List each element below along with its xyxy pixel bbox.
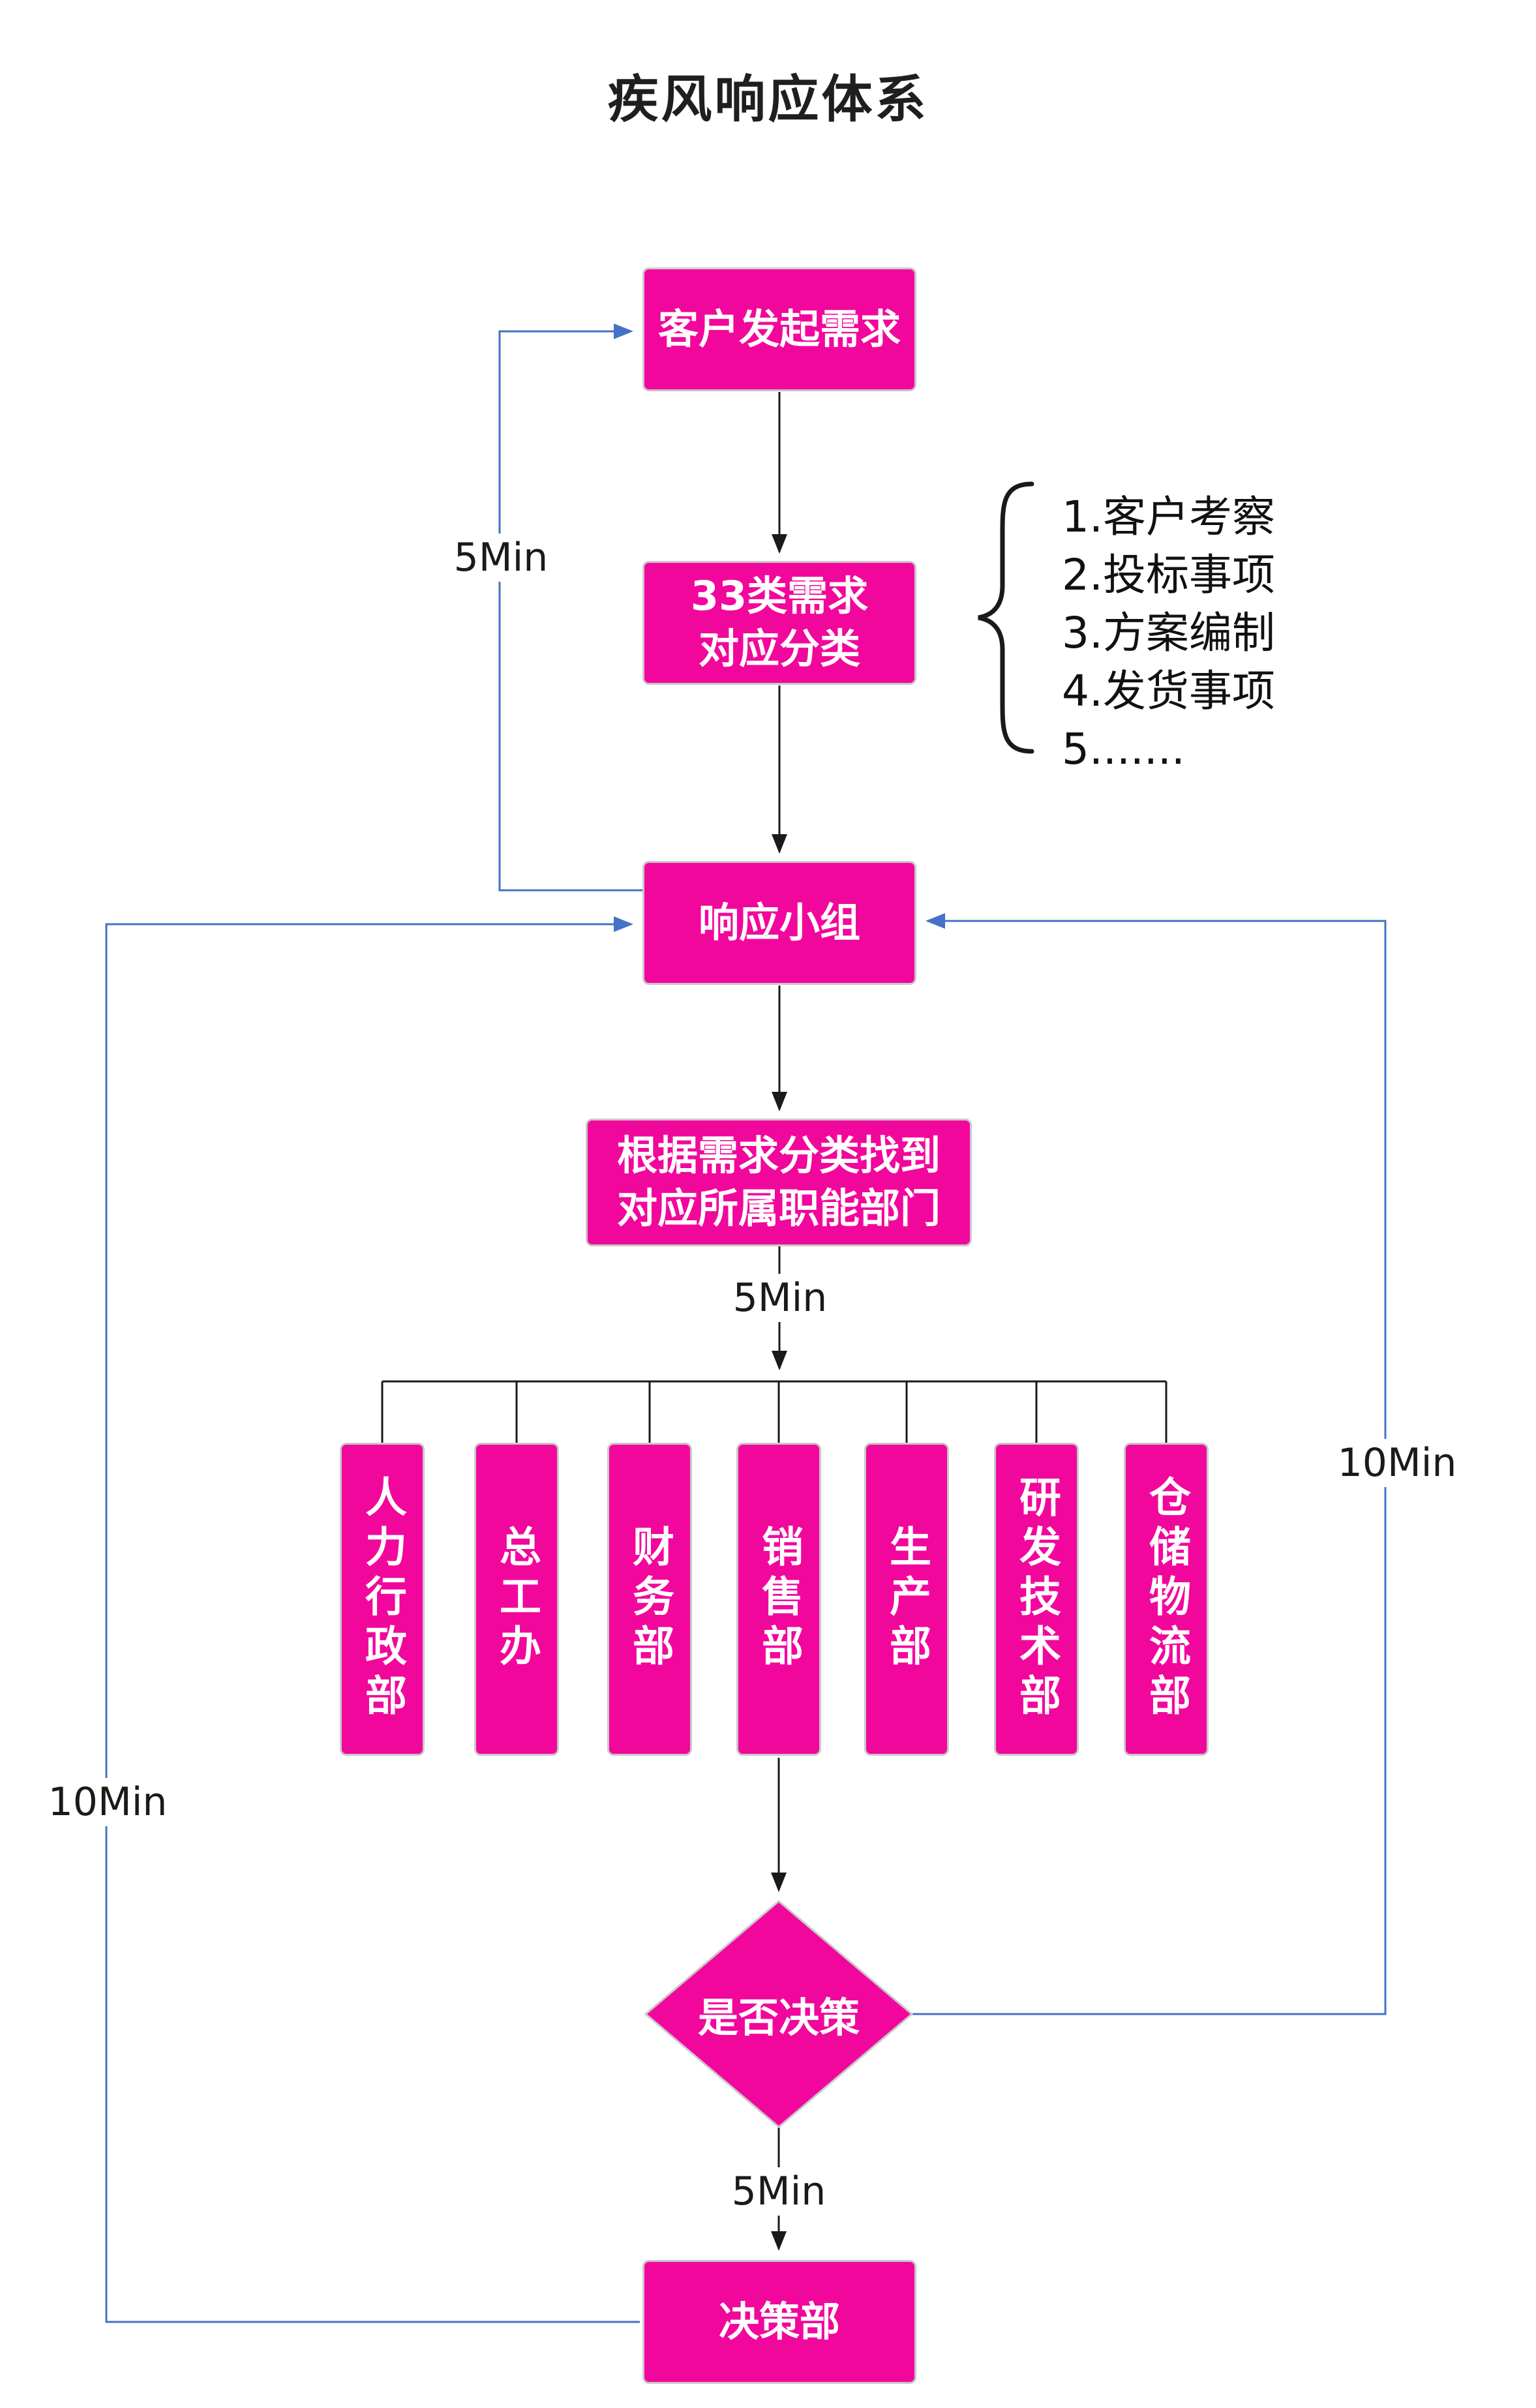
- label-10min-left: 10Min: [42, 1778, 173, 1826]
- diagram-title: 疾风响应体系: [607, 70, 929, 129]
- node-find-department: 根据需求分类找到 对应所属职能部门: [586, 1119, 972, 1246]
- node-demand-classification-line1: 33类需求: [690, 572, 869, 620]
- node-customer-request: 客户发起需求: [642, 267, 916, 391]
- category-item-4: 4.发货事项: [1062, 666, 1275, 716]
- label-5min-decision: 5Min: [726, 2167, 832, 2216]
- category-item-3: 3.方案编制: [1062, 608, 1275, 658]
- node-decision-dept: 决策部: [642, 2260, 916, 2384]
- node-demand-classification: 33类需求 对应分类: [642, 561, 916, 685]
- dept-sales-label: 销售部: [755, 1525, 803, 1674]
- label-5min-loop: 5Min: [448, 534, 554, 582]
- dept-finance-label: 财务部: [625, 1525, 674, 1674]
- category-item-1: 1.客户考察: [1062, 492, 1275, 542]
- node-response-team: 响应小组: [642, 861, 916, 985]
- dept-sales: 销售部: [736, 1443, 821, 1756]
- dept-rnd-tech: 研发技术部: [994, 1443, 1079, 1756]
- category-item-2: 2.投标事项: [1062, 550, 1275, 600]
- dept-chief-engineer-office: 总工办: [474, 1443, 559, 1756]
- node-demand-classification-line2: 对应分类: [698, 625, 860, 672]
- label-5min-branch: 5Min: [727, 1274, 833, 1322]
- dept-hr-admin: 人力行政部: [340, 1443, 425, 1756]
- label-10min-right: 10Min: [1332, 1439, 1462, 1487]
- decision-diamond-label: 是否决策: [697, 1994, 860, 2041]
- brace-left-icon: [978, 481, 1034, 754]
- dept-hr-admin-label: 人力行政部: [358, 1475, 406, 1723]
- dept-chief-engineer-office-label: 总工办: [492, 1525, 541, 1674]
- dept-finance: 财务部: [607, 1443, 692, 1756]
- category-list: 1.客户考察 2.投标事项 3.方案编制 4.发货事项 5.......: [1062, 488, 1275, 778]
- node-find-department-line2: 对应所属职能部门: [616, 1184, 941, 1232]
- node-find-department-line1: 根据需求分类找到: [616, 1132, 941, 1180]
- node-customer-request-label: 客户发起需求: [657, 305, 901, 353]
- feedback-team-to-customer: [498, 324, 643, 892]
- node-response-team-label: 响应小组: [698, 898, 860, 946]
- dept-warehouse-logistics: 仓储物流部: [1124, 1443, 1209, 1756]
- category-item-5: 5.......: [1062, 724, 1185, 774]
- dept-rnd-tech-label: 研发技术部: [1012, 1475, 1061, 1723]
- node-decision-dept-label: 决策部: [718, 2297, 840, 2345]
- dept-production-label: 生产部: [882, 1525, 931, 1674]
- dept-warehouse-logistics-label: 仓储物流部: [1142, 1475, 1190, 1723]
- dept-production: 生产部: [864, 1443, 949, 1756]
